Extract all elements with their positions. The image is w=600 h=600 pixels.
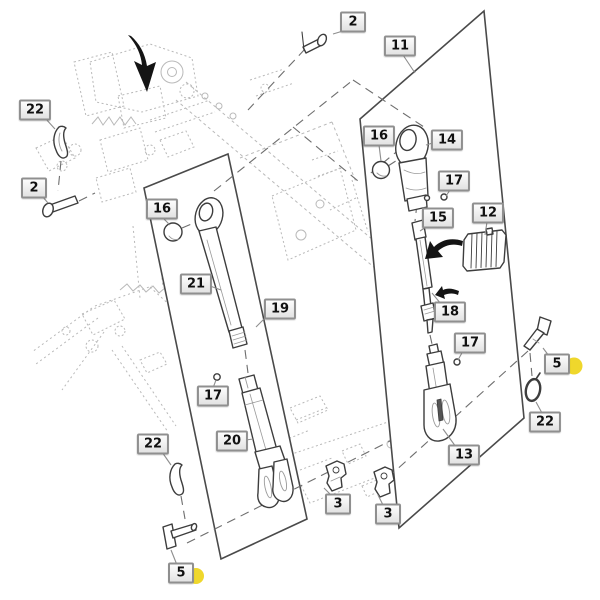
- callout-20[interactable]: 20: [215, 430, 249, 452]
- part-coupler-12[interactable]: [462, 227, 507, 272]
- callout-16-right[interactable]: 16: [362, 125, 396, 147]
- callout-3-right[interactable]: 3: [375, 503, 401, 525]
- part-pin-17-right-mid[interactable]: [453, 358, 461, 366]
- part-bracket-3-right[interactable]: [373, 466, 395, 498]
- part-clip-22-upper-left[interactable]: [53, 125, 69, 159]
- part-center-link-end-14[interactable]: [392, 122, 432, 212]
- part-ball-16-right[interactable]: [371, 160, 391, 180]
- callout-22-right[interactable]: 22: [528, 411, 562, 433]
- callout-22-upper-left[interactable]: 22: [18, 99, 52, 121]
- part-pin-17-left[interactable]: [213, 373, 221, 381]
- part-pin-5-bottom-left[interactable]: [162, 522, 198, 550]
- callout-5-bottom-left[interactable]: 5: [168, 562, 194, 584]
- part-cylinder-20[interactable]: [238, 374, 294, 509]
- callout-12[interactable]: 12: [471, 202, 505, 224]
- part-pin-17-right-upper[interactable]: [440, 193, 448, 201]
- panel-right: [359, 9, 525, 530]
- callout-5-right[interactable]: 5: [544, 353, 570, 375]
- rotate-arrow-icon: [425, 239, 463, 259]
- callout-14[interactable]: 14: [430, 129, 464, 151]
- small-arrow-icon: [435, 286, 459, 299]
- part-clip-22-bottom-left[interactable]: [169, 462, 185, 496]
- part-pin-5-right[interactable]: [523, 316, 552, 351]
- callout-3-left[interactable]: 3: [325, 493, 351, 515]
- callout-13[interactable]: 13: [447, 444, 481, 466]
- callout-15[interactable]: 15: [421, 207, 455, 229]
- callout-18[interactable]: 18: [433, 301, 467, 323]
- callout-11[interactable]: 11: [383, 35, 417, 57]
- part-pin-2-left[interactable]: [41, 195, 79, 218]
- callout-2-left[interactable]: 2: [21, 177, 47, 199]
- part-pin-2-top[interactable]: [301, 31, 328, 54]
- callout-17-right-upper[interactable]: 17: [437, 170, 471, 192]
- location-arrow-icon: [128, 35, 156, 92]
- part-threaded-rod-18[interactable]: [420, 287, 437, 334]
- callout-2-top[interactable]: 2: [340, 11, 366, 33]
- callout-21[interactable]: 21: [179, 273, 213, 295]
- callout-17-left[interactable]: 17: [196, 385, 230, 407]
- callout-19[interactable]: 19: [263, 298, 297, 320]
- part-cylinder-13[interactable]: [423, 343, 457, 442]
- part-clip-22-right[interactable]: [524, 372, 542, 403]
- callout-22-bottom-left[interactable]: 22: [136, 433, 170, 455]
- part-lift-link-21[interactable]: [191, 195, 248, 349]
- callout-17-right-mid[interactable]: 17: [453, 332, 487, 354]
- part-ball-16-left[interactable]: [163, 222, 183, 242]
- part-bracket-3-left[interactable]: [325, 460, 347, 492]
- callout-16-left[interactable]: 16: [145, 198, 179, 220]
